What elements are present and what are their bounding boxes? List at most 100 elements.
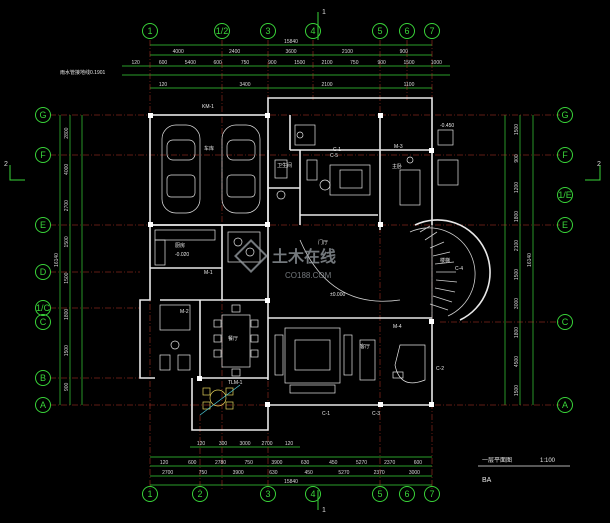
dim-top-row1: 4000	[173, 49, 184, 55]
axis-top-circle	[372, 23, 388, 39]
dim-right-segment: 2100	[514, 240, 520, 251]
dim-top-overall: 15840	[284, 39, 298, 45]
dim-bottom-row3: 120	[197, 441, 206, 447]
drawing-title: 一层平面图	[482, 457, 512, 464]
dim-top-row2: 750	[241, 60, 250, 66]
axis-bottom-label: 4	[310, 489, 315, 499]
dim-left-segment: 1800	[64, 309, 70, 320]
door-tag: C-3	[372, 411, 380, 417]
axis-right-circle	[557, 147, 573, 163]
dim-bottom-overall: 15840	[284, 479, 298, 485]
dim-top-row2: 600	[213, 60, 222, 66]
door-tag: M-3	[394, 144, 403, 150]
dim-top-row2: 1500	[294, 60, 305, 66]
axis-left-label: 1/C	[36, 303, 51, 313]
axis-right-label: G	[561, 110, 568, 120]
section-mark-top: 1	[322, 9, 326, 16]
dim-top-row2: 600	[159, 60, 168, 66]
axis-right-label: C	[562, 317, 569, 327]
axis-bottom-circle	[260, 486, 276, 502]
axis-top-label: 5	[377, 26, 382, 36]
dim-right-segment: 3000	[514, 298, 520, 309]
axis-left-label: B	[40, 373, 46, 383]
dim-bottom-row2: 3000	[409, 470, 420, 476]
section-mark-right: 2	[597, 161, 601, 168]
axis-top-label: 1	[147, 26, 152, 36]
axis-left-label: D	[40, 267, 47, 277]
dim-right-segment: 1500	[514, 269, 520, 280]
axis-left-circle	[35, 397, 51, 413]
room-label-bath: 卫生间	[277, 162, 292, 169]
dim-bottom-row2: 2370	[374, 470, 385, 476]
axis-top-circle	[214, 23, 230, 39]
dim-right-segment: 1800	[514, 211, 520, 222]
dim-right-segment: 900	[514, 154, 520, 163]
room-label-garage-window: C-1	[333, 147, 341, 153]
axis-left-circle	[35, 300, 51, 316]
watermark-cn: 土木在线	[272, 247, 336, 266]
bottom-dimension-chain	[150, 446, 432, 486]
axis-left-circle	[35, 314, 51, 330]
dim-top-row2: 900	[377, 60, 386, 66]
axis-right-label: F	[562, 150, 568, 160]
dim-top-row3: 120	[159, 82, 168, 88]
living-sofa-set	[274, 327, 376, 394]
grand-piano	[392, 344, 426, 384]
axis-top-circle	[424, 23, 440, 39]
dim-bottom-row1: 600	[414, 460, 423, 466]
dim-top-row3: 1100	[404, 82, 415, 88]
title-block: 一层平面图 1:100 BA	[478, 457, 570, 484]
axis-bottom-circle	[424, 486, 440, 502]
kitchen-fixtures	[154, 229, 261, 266]
room-label-living: 客厅	[360, 343, 370, 350]
dim-right-segment: 4500	[514, 356, 520, 367]
structural-columns	[148, 113, 434, 407]
axis-right-circle	[557, 107, 573, 123]
door-tag: M-2	[180, 309, 189, 315]
axis-left-circle	[35, 107, 51, 123]
room-label-garage: 车库	[204, 145, 214, 152]
axis-bottom-label: 6	[404, 489, 409, 499]
axis-top-label: 4	[310, 26, 315, 36]
axis-left-label: E	[40, 220, 46, 230]
room-label-kitchen-elev: -0.020	[175, 252, 189, 258]
dim-right-segment: 1500	[514, 385, 520, 396]
dim-top-row2: 2100	[321, 60, 332, 66]
right-dimension-chain	[504, 115, 534, 405]
door-tag: C-4	[455, 266, 463, 272]
room-label-master: 主卧	[392, 163, 402, 170]
dim-bottom-row3: 300	[219, 441, 228, 447]
room-label-hall: 门厅	[318, 239, 328, 246]
section-mark-bottom: 1	[322, 507, 326, 514]
dim-bottom-row2: 3900	[233, 470, 244, 476]
axis-right-label: A	[562, 400, 568, 410]
section-mark-left: 2	[4, 161, 8, 168]
axis-top-circle	[142, 23, 158, 39]
axis-bottom-circle	[372, 486, 388, 502]
axis-right-circle	[557, 314, 573, 330]
lobby-arc	[299, 239, 401, 302]
door-tag: M-4	[393, 324, 402, 330]
dim-right-segment: 1200	[514, 182, 520, 193]
axis-bottom-label: 5	[377, 489, 382, 499]
axis-right-circle	[557, 217, 573, 233]
dim-top-row2: 120	[131, 60, 140, 66]
dining-table	[213, 304, 259, 377]
dim-top-row3: 3400	[239, 82, 250, 88]
dim-bottom-row2: 630	[269, 470, 278, 476]
dim-bottom-row1: 5270	[356, 460, 367, 466]
elevation-main: ±0.000	[330, 292, 345, 298]
left-dimension-chain	[59, 115, 83, 405]
dim-top-row1: 2400	[229, 49, 240, 55]
dim-top-row1: 3600	[285, 49, 296, 55]
axis-bottom-label: 7	[429, 489, 434, 499]
door-tag: C-5	[330, 153, 338, 159]
dim-top-row2: 1000	[431, 60, 442, 66]
room-label-dining: 餐厅	[228, 335, 238, 342]
axis-top-label: 3	[265, 26, 270, 36]
bathroom-fixtures	[274, 124, 459, 200]
dim-top-row1: 2100	[342, 49, 353, 55]
dim-bottom-row2: 2700	[162, 470, 173, 476]
